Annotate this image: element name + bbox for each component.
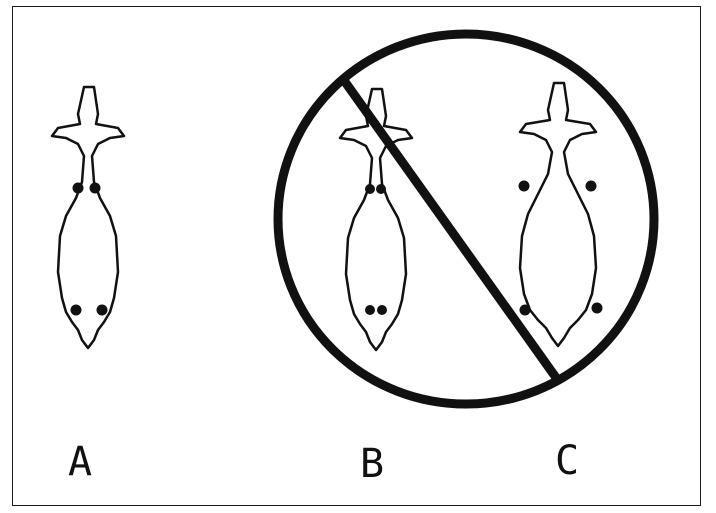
- dot-a-front-left: [73, 183, 84, 194]
- prohibition-sign-icon: [278, 34, 654, 404]
- dot-c-rear-right: [592, 303, 603, 314]
- animal-c-icon: [520, 83, 596, 346]
- prohibition-ring: [278, 34, 654, 404]
- animal-c: [519, 83, 603, 346]
- dot-b-front-left: [365, 184, 375, 194]
- dot-c-front-left: [519, 181, 530, 192]
- dot-b-front-right: [376, 184, 386, 194]
- label-b: B: [360, 441, 384, 487]
- dot-a-rear-right: [97, 305, 108, 316]
- animal-a: [52, 87, 124, 348]
- dot-a-front-right: [90, 183, 101, 194]
- dot-b-rear-right: [377, 305, 387, 315]
- label-c: C: [555, 438, 579, 484]
- dot-a-rear-left: [71, 305, 82, 316]
- dot-c-front-right: [586, 181, 597, 192]
- animal-a-icon: [52, 87, 124, 348]
- dot-b-rear-left: [365, 305, 375, 315]
- label-a: A: [68, 439, 92, 485]
- dot-c-rear-left: [520, 305, 531, 316]
